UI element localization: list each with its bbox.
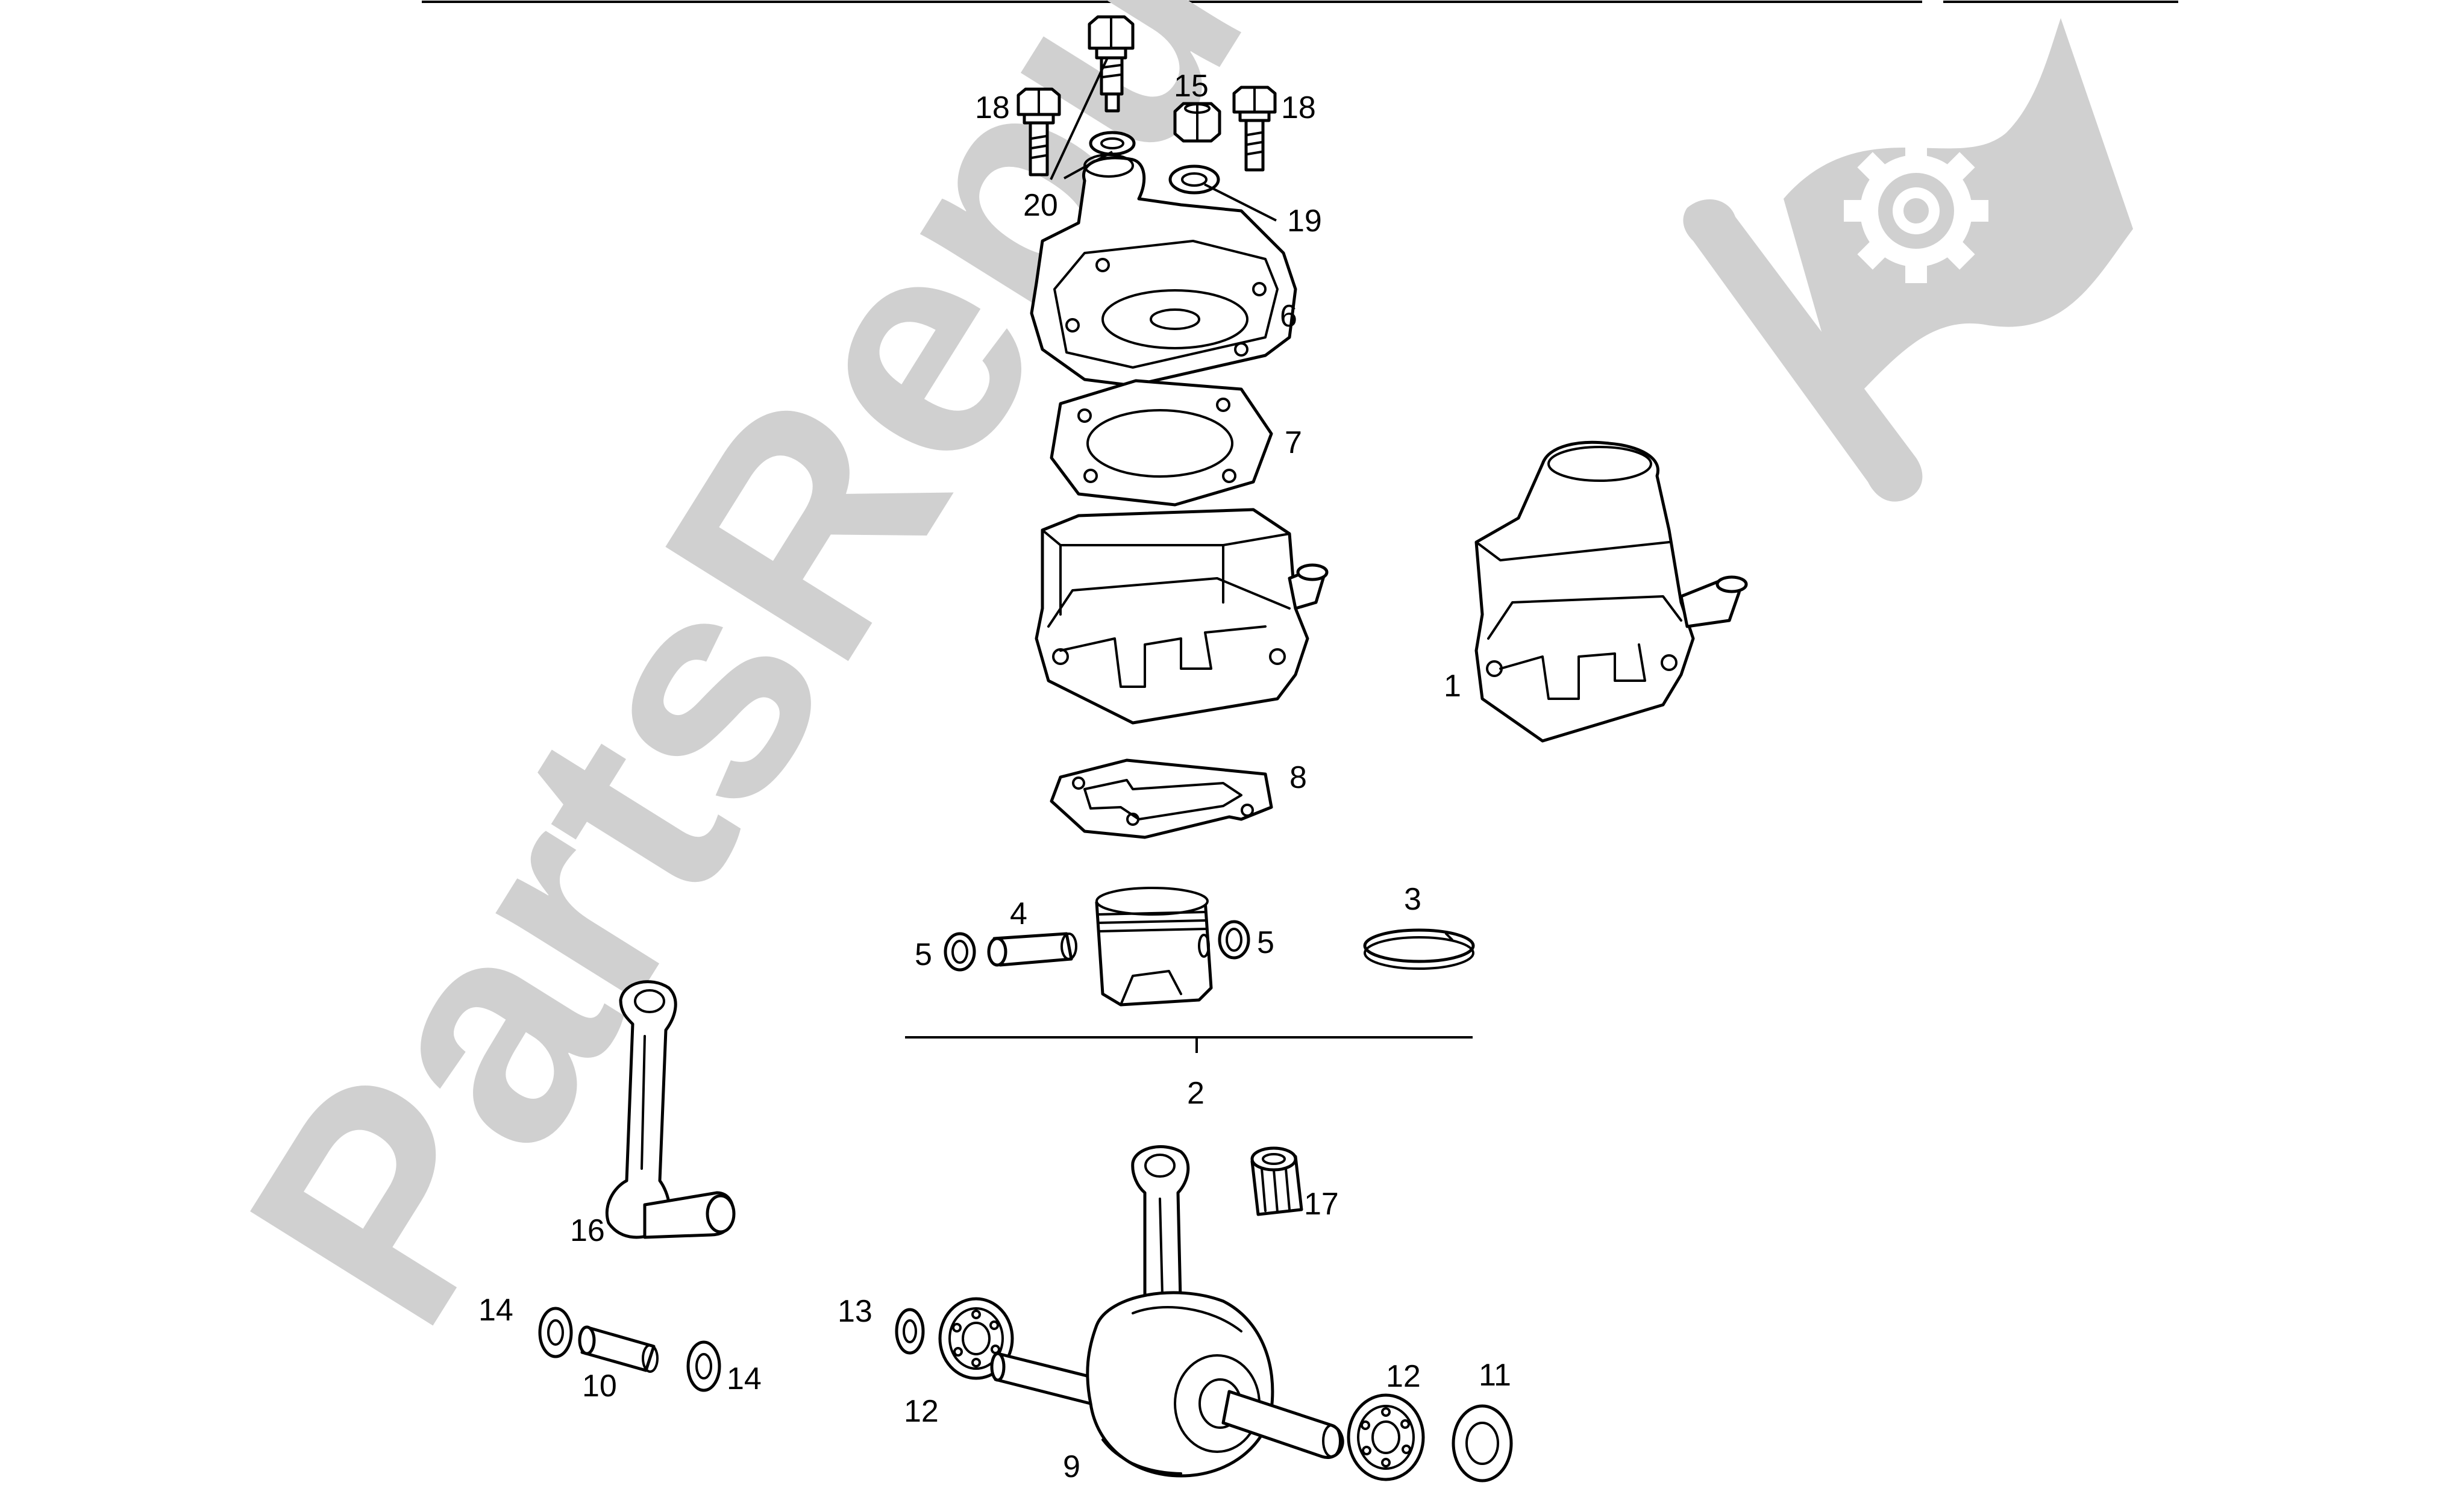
callout-labels: 1 2 3 4 5 5 6 7 8 9 10 11 12 12 13 14 14… [478,69,1511,1484]
part-7-head-gasket [1050,379,1273,507]
callout-17: 17 [1304,1187,1339,1222]
watermark-brand-text: PartsRepublik [181,0,1597,1379]
callout-12a: 12 [904,1394,939,1429]
part-12-bearing-right [1347,1393,1425,1481]
callout-12b: 12 [1386,1359,1421,1394]
flag-gear-icon [1784,18,2133,410]
callout-6: 6 [1280,299,1297,334]
callout-13: 13 [838,1294,872,1329]
leader-lines [1050,57,1277,222]
part-18-bolt-right [1232,86,1277,172]
part-1-cylinder [1474,440,1748,743]
callout-19: 19 [1287,204,1322,239]
callout-20: 20 [1023,188,1058,223]
part-3-piston-ring [1363,928,1475,970]
callout-15: 15 [1174,69,1209,104]
callout-5b: 5 [1257,925,1274,960]
callout-14a: 14 [478,1293,513,1328]
callout-1: 1 [1444,669,1461,704]
part-piston [1095,887,1213,1007]
part-20-sensor [1088,15,1135,113]
part-13-seal [895,1308,925,1355]
callout-8: 8 [1289,760,1307,795]
callout-4: 4 [1010,896,1027,931]
part-8-base-gasket [1050,758,1273,839]
callout-5a: 5 [915,937,932,972]
part-5-circlip-left [944,932,976,972]
part-11-oil-seal [1452,1404,1513,1482]
part-15-nut [1173,102,1221,143]
callout-3: 3 [1404,882,1421,917]
part-17-needle-bearing [1250,1146,1303,1216]
callout-7: 7 [1285,425,1302,460]
callout-14b: 14 [727,1361,762,1396]
part-5-circlip-right [1218,920,1250,960]
callout-16: 16 [570,1213,605,1248]
callout-11: 11 [1479,1358,1511,1393]
part-14-washer-right [686,1340,721,1392]
callout-18a: 18 [975,90,1010,125]
part-14-washer-left [538,1307,573,1358]
part-9-crankshaft [990,1145,1344,1478]
callout-2: 2 [1187,1076,1205,1111]
callout-9: 9 [1063,1449,1080,1484]
part-cylinder-exploded [1035,508,1329,725]
callout-18b: 18 [1281,90,1316,125]
part-18-bolt-left [1017,87,1061,177]
part-2-bracket [905,1036,1473,1053]
part-20-washer [1089,131,1136,156]
part-6-cylinder-head [1030,154,1297,387]
part-10-crank-pin [578,1325,659,1373]
callout-10: 10 [582,1369,617,1404]
part-4-piston-pin [987,932,1077,967]
part-16-connecting-rod [605,980,736,1239]
